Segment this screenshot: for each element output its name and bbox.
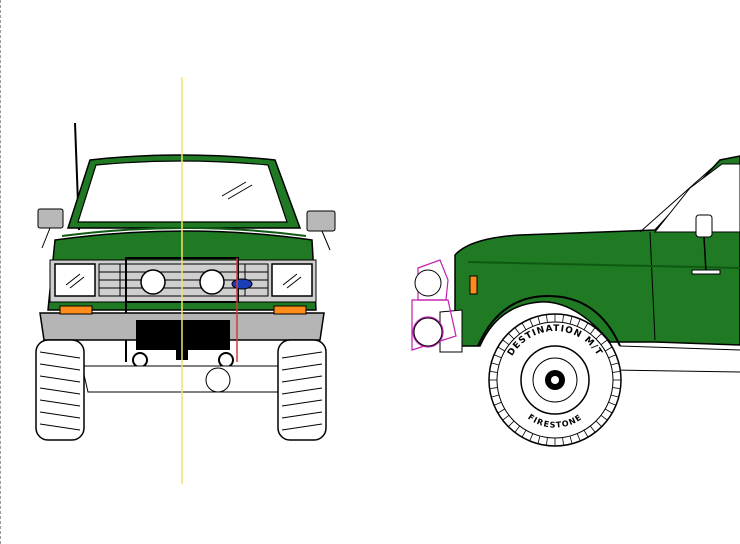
tire-tread-tick — [583, 430, 589, 438]
side-marker-lamp — [469, 275, 478, 295]
headlight-glare — [65, 273, 81, 286]
right-headlight — [271, 263, 313, 297]
tire-tread-tick — [612, 387, 621, 390]
tire-tread-tick — [595, 333, 602, 340]
side-view: DESTINATION M/T FIRESTONE — [411, 155, 740, 447]
windshield-glare — [221, 181, 247, 197]
tire-tread-tick — [502, 414, 510, 421]
canvas-left-border — [0, 0, 3, 544]
side-fog-light — [414, 269, 442, 297]
side-mirror-arm — [703, 236, 707, 273]
rocker — [619, 345, 740, 351]
tire-tread-tick — [589, 327, 596, 335]
tire-tread-tick — [497, 408, 505, 414]
tire-tread-tick — [508, 420, 515, 427]
tire-tread-tick — [489, 370, 498, 373]
tow-hook — [132, 352, 148, 368]
tire-tread-tick — [583, 322, 589, 330]
hood-crease — [61, 227, 307, 237]
tire-tread-tick — [576, 433, 581, 442]
tire-tread-tick — [600, 414, 608, 421]
tire-tread-tick — [489, 387, 498, 390]
left-fog-light — [140, 269, 166, 295]
tire-tread-tick — [589, 425, 596, 433]
tire-tread-tick — [569, 435, 573, 444]
tire-tread-tick — [545, 437, 548, 446]
side-window — [653, 163, 740, 233]
left-mirror-arm — [41, 227, 51, 249]
headlight-glare — [282, 273, 298, 286]
axle — [81, 365, 286, 393]
side-driving-light — [413, 317, 443, 347]
tire-tread-tick — [569, 316, 573, 325]
tire-tread-tick — [610, 362, 619, 366]
tire-tread-tick — [537, 435, 541, 444]
tire-tread-tick — [493, 401, 502, 406]
tire-tread-tick — [529, 318, 534, 327]
left-mirror — [37, 208, 64, 229]
tire-tread-tick — [576, 318, 581, 327]
tire-tread-tick — [608, 401, 617, 406]
side-mirror — [695, 214, 713, 238]
right-mirror-arm — [321, 230, 331, 251]
headlight-glare — [69, 276, 85, 289]
front-left-tire — [35, 339, 85, 441]
tire-tread-tick — [521, 322, 527, 330]
tire-tread-tick — [545, 314, 548, 323]
winch — [136, 320, 230, 350]
tire-tread-tick — [562, 314, 565, 323]
tire-tread-tick — [608, 354, 617, 359]
right-mirror — [306, 210, 336, 232]
body-trim-line — [467, 261, 740, 269]
tire-tread-tick — [491, 362, 500, 366]
fender-flare — [477, 294, 621, 347]
light-overlay — [411, 259, 457, 351]
ford-badge — [231, 278, 253, 290]
tire-tread-tick — [497, 346, 505, 352]
tire-tread-tick — [605, 346, 613, 352]
tow-hook — [218, 352, 234, 368]
front-view — [35, 77, 336, 484]
tire-tread-tick — [514, 327, 521, 335]
tire-tread-tick — [605, 408, 613, 414]
left-turn-lamp — [59, 305, 93, 315]
tire-tread-tick — [529, 433, 534, 442]
tire-tread-tick — [521, 430, 527, 438]
tire-tread-tick — [502, 339, 510, 346]
tire-tread-tick — [610, 394, 619, 398]
side-tire — [488, 313, 622, 447]
windshield-glare — [227, 184, 253, 200]
tire-tread-tick — [508, 333, 515, 340]
differential — [205, 367, 231, 393]
right-fog-light — [199, 269, 225, 295]
tire-tread-tick — [514, 425, 521, 433]
tire-tread-tick — [595, 420, 602, 427]
right-turn-lamp — [273, 305, 307, 315]
tire-tread-tick — [493, 354, 502, 359]
left-headlight — [54, 263, 96, 297]
tire-tread-tick — [600, 339, 608, 346]
a-pillar — [639, 167, 713, 233]
front-right-tire — [277, 339, 327, 441]
door-edge — [649, 231, 656, 341]
tire-tread-tick — [491, 394, 500, 398]
headlight-glare — [286, 276, 302, 289]
tire-tread-tick — [562, 437, 565, 446]
tire-tread-tick — [537, 316, 541, 325]
door-handle — [691, 269, 721, 275]
tire-tread-tick — [612, 370, 621, 373]
underbody — [609, 369, 740, 373]
